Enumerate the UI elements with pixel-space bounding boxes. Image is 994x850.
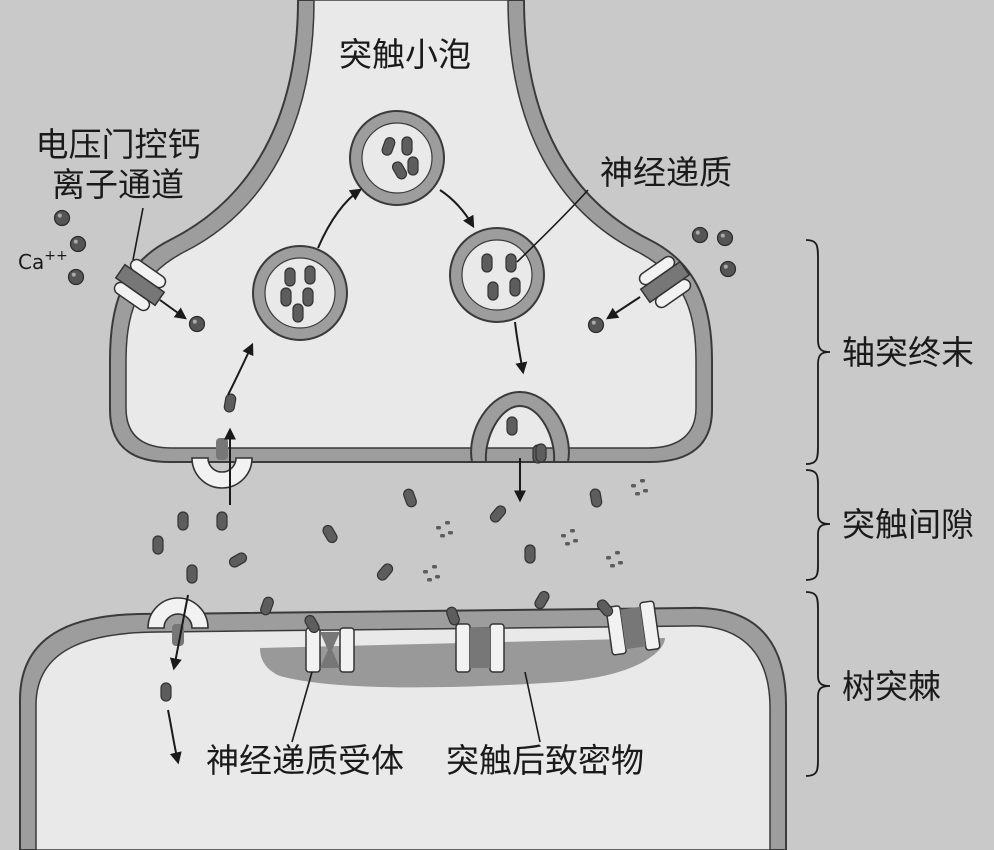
- label-channel-line1: 电压门控钙: [36, 125, 201, 164]
- receptor: [305, 627, 355, 673]
- label-channel-line2: 离子通道: [52, 165, 184, 204]
- bracket-synaptic-cleft: [805, 469, 831, 581]
- bracket-axon-terminal: [805, 239, 831, 465]
- fusing-vesicle: [470, 390, 570, 464]
- calcium-channel-left: [113, 258, 167, 312]
- label-postsynaptic-density: 突触后致密物: [446, 741, 644, 780]
- vesicle: [252, 245, 348, 341]
- synaptic-vesicles: [252, 110, 570, 464]
- label-neurotransmitter: 神经递质: [600, 153, 732, 192]
- label-calcium: Ca++: [18, 248, 68, 274]
- receptor: [605, 600, 661, 656]
- axon-terminal: [109, 0, 713, 463]
- flow-arrows: [159, 188, 641, 765]
- receptor: [455, 623, 505, 673]
- leader-lines: [132, 189, 589, 743]
- vesicle: [449, 227, 545, 323]
- dendritic-spine: [19, 606, 787, 850]
- reuptake-transporter-presynaptic: [191, 438, 253, 489]
- reuptake-transporter-postsynaptic: [147, 597, 209, 646]
- label-axon-terminal: 轴突终末: [842, 333, 974, 372]
- label-synaptic-cleft: 突触间隙: [842, 505, 974, 544]
- label-dendritic-spine: 树突棘: [842, 667, 941, 706]
- calcium-channel-right: [638, 255, 692, 309]
- label-vesicle: 突触小泡: [339, 35, 471, 74]
- bracket-dendritic-spine: [805, 591, 831, 777]
- label-receptor: 神经递质受体: [206, 741, 404, 780]
- vesicle: [349, 110, 445, 206]
